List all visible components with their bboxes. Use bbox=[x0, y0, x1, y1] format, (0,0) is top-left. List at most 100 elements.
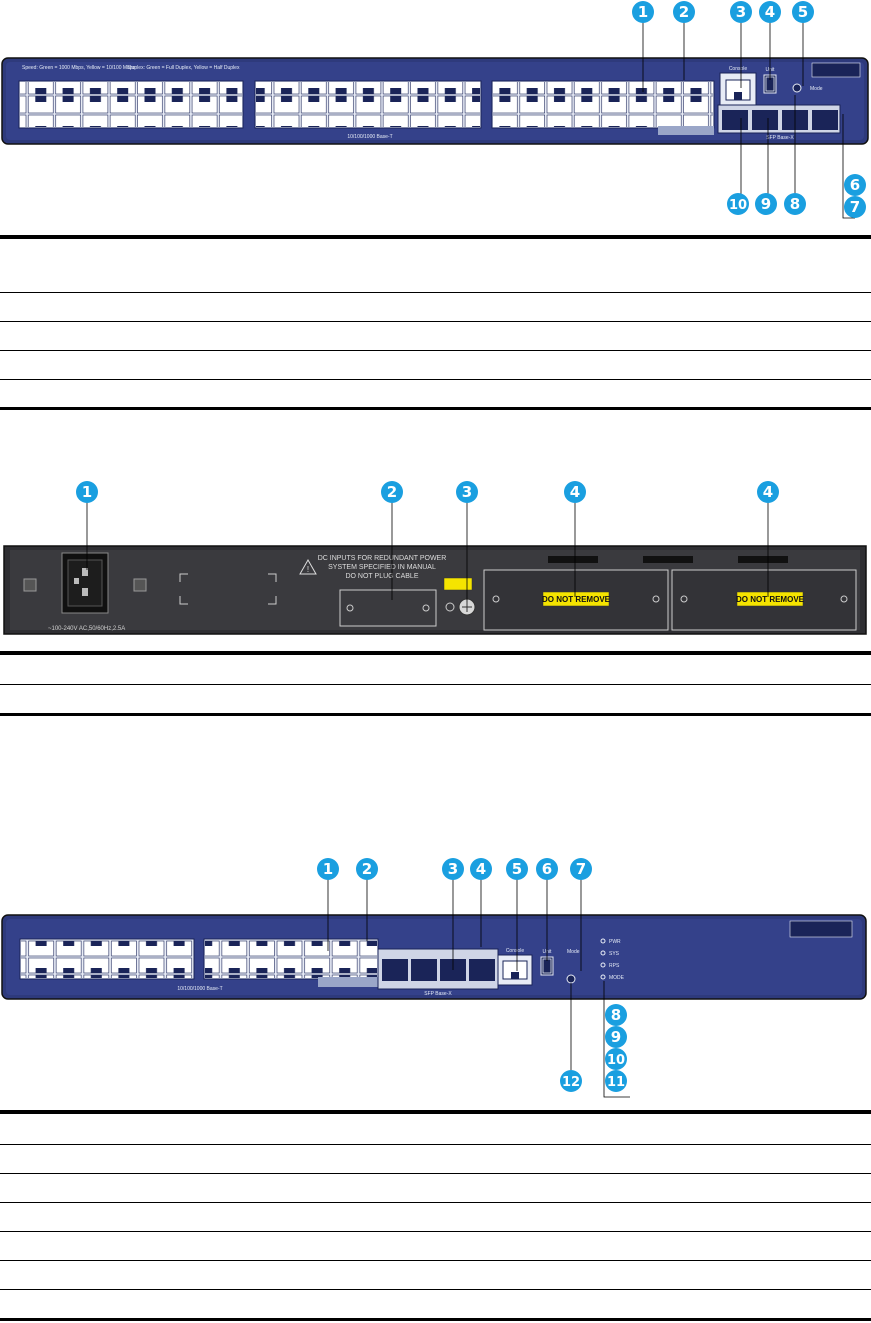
table-2-bottom-rule bbox=[0, 713, 871, 716]
svg-text:4: 4 bbox=[765, 3, 775, 21]
svg-text:8: 8 bbox=[611, 1006, 621, 1024]
callout-9: 9 bbox=[755, 193, 777, 215]
mode-label: Mode bbox=[810, 86, 823, 92]
svg-text:MODE: MODE bbox=[609, 975, 625, 981]
callout-3: 3 bbox=[456, 481, 478, 503]
callout-4: 4 bbox=[759, 1, 781, 23]
callout-12: 12 bbox=[560, 1070, 582, 1092]
svg-text:12: 12 bbox=[562, 1075, 580, 1090]
table-3-row bbox=[0, 1289, 871, 1290]
rj45-port-group-1 bbox=[19, 938, 195, 980]
callout-group-fig2: 1 2 3 4 4 bbox=[76, 481, 779, 503]
latch-left bbox=[23, 578, 37, 592]
mode-button-icon bbox=[792, 83, 802, 93]
console-label: Console bbox=[729, 66, 748, 72]
ports-label: 10/100/1000 Base-T bbox=[177, 986, 222, 992]
top-right-tab bbox=[789, 920, 853, 938]
callout-3: 3 bbox=[442, 858, 464, 880]
sfp-port-group bbox=[377, 948, 499, 990]
rps-warning-line-2: SYSTEM SPECIFIED IN MANUAL bbox=[328, 564, 436, 571]
svg-text:PWR: PWR bbox=[609, 939, 621, 945]
sfp-port-group bbox=[717, 104, 841, 134]
port-strip-highlight bbox=[318, 977, 378, 987]
callout-2: 2 bbox=[381, 481, 403, 503]
rps-warning-line-3: DO NOT PLUG CABLE bbox=[345, 573, 418, 580]
svg-text:DO NOT REMOVE: DO NOT REMOVE bbox=[736, 595, 805, 604]
callout-4: 4 bbox=[470, 858, 492, 880]
table-2-row bbox=[0, 684, 871, 685]
corner-marks bbox=[179, 573, 277, 605]
figure-1-front-panel: 10/100/1000 Base-T Speed: Green = 1000 M… bbox=[1, 1, 869, 219]
callout-group-fig1: 1 2 3 4 5 10 9 8 6 7 bbox=[632, 1, 866, 218]
legend-text-1: Speed: Green = 1000 Mbps, Yellow = 10/10… bbox=[22, 65, 136, 71]
callout-5: 5 bbox=[506, 858, 528, 880]
callout-2: 2 bbox=[356, 858, 378, 880]
svg-text:!: ! bbox=[307, 565, 309, 574]
table-1-bottom-rule bbox=[0, 407, 871, 410]
table-3-row bbox=[0, 1260, 871, 1261]
svg-text:4: 4 bbox=[476, 860, 486, 878]
svg-text:4: 4 bbox=[763, 483, 773, 501]
svg-text:3: 3 bbox=[462, 483, 472, 501]
table-3-row bbox=[0, 1202, 871, 1203]
svg-text:1: 1 bbox=[82, 483, 92, 501]
callout-10: 10 bbox=[605, 1048, 627, 1070]
rj45-port-group-2 bbox=[203, 938, 379, 980]
svg-text:9: 9 bbox=[611, 1028, 621, 1046]
legend-text-2: Duplex: Green = Full Duplex, Yellow = Ha… bbox=[128, 65, 240, 71]
callout-1: 1 bbox=[632, 1, 654, 23]
rps-cover-plate bbox=[339, 589, 437, 627]
port-strip-highlight bbox=[658, 126, 714, 135]
svg-text:11: 11 bbox=[607, 1075, 625, 1090]
callout-6: 6 bbox=[536, 858, 558, 880]
top-right-tab bbox=[811, 62, 861, 78]
svg-text:4: 4 bbox=[570, 483, 580, 501]
callout-9: 9 bbox=[605, 1026, 627, 1048]
table-3-bottom-rule bbox=[0, 1318, 871, 1321]
mode-label: Mode bbox=[567, 949, 580, 955]
table-3-top-rule bbox=[0, 1110, 871, 1114]
power-inlet-icon bbox=[61, 552, 109, 614]
callout-5: 5 bbox=[792, 1, 814, 23]
ports-label: 10/100/1000 Base-T bbox=[347, 134, 392, 140]
svg-text:6: 6 bbox=[542, 860, 552, 878]
rj45-port-group-2 bbox=[254, 80, 482, 129]
svg-text:3: 3 bbox=[736, 3, 746, 21]
svg-text:SYS: SYS bbox=[609, 951, 620, 957]
svg-text:6: 6 bbox=[850, 176, 860, 194]
svg-text:2: 2 bbox=[387, 483, 397, 501]
table-3-row bbox=[0, 1231, 871, 1232]
svg-text:1: 1 bbox=[638, 3, 648, 21]
callout-7: 7 bbox=[570, 858, 592, 880]
figure-2-rear-panel: ~100-240V AC,50/60Hz,2.5A ! DC INPUTS FO… bbox=[3, 481, 867, 635]
callout-6: 6 bbox=[844, 174, 866, 196]
table-1-row bbox=[0, 292, 871, 293]
table-3-row bbox=[0, 1144, 871, 1145]
svg-text:7: 7 bbox=[850, 198, 860, 216]
table-2-top-rule bbox=[0, 651, 871, 655]
svg-text:2: 2 bbox=[362, 860, 372, 878]
svg-text:10: 10 bbox=[607, 1053, 625, 1068]
sfp-label: SFP Base-X bbox=[766, 135, 794, 141]
console-label: Console bbox=[506, 948, 525, 954]
warning-label-sticker bbox=[443, 577, 473, 591]
callout-11: 11 bbox=[605, 1070, 627, 1092]
callout-4b: 4 bbox=[757, 481, 779, 503]
sfp-label: SFP Base-X bbox=[424, 991, 452, 997]
mode-button-icon bbox=[566, 974, 576, 984]
callout-3: 3 bbox=[730, 1, 752, 23]
table-1-row bbox=[0, 321, 871, 322]
rj45-port-group-1 bbox=[18, 80, 244, 129]
rj45-port-group-3 bbox=[491, 80, 715, 129]
callout-group-fig3: 1 2 3 4 5 6 7 12 8 9 10 11 bbox=[317, 858, 627, 1092]
rps-warning-line-1: DC INPUTS FOR REDUNDANT POWER bbox=[318, 555, 447, 562]
module-slot-1: DO NOT REMOVE bbox=[483, 569, 669, 631]
svg-text:5: 5 bbox=[798, 3, 808, 21]
status-leds: PWR SYS RPS MODE bbox=[600, 938, 625, 981]
callout-1: 1 bbox=[317, 858, 339, 880]
svg-text:3: 3 bbox=[448, 860, 458, 878]
callout-7: 7 bbox=[844, 196, 866, 218]
svg-text:10: 10 bbox=[729, 198, 747, 213]
table-1-top-rule bbox=[0, 235, 871, 239]
figure-3-front-panel: 10/100/1000 Base-T SFP Base-X Console Un… bbox=[1, 858, 867, 1098]
